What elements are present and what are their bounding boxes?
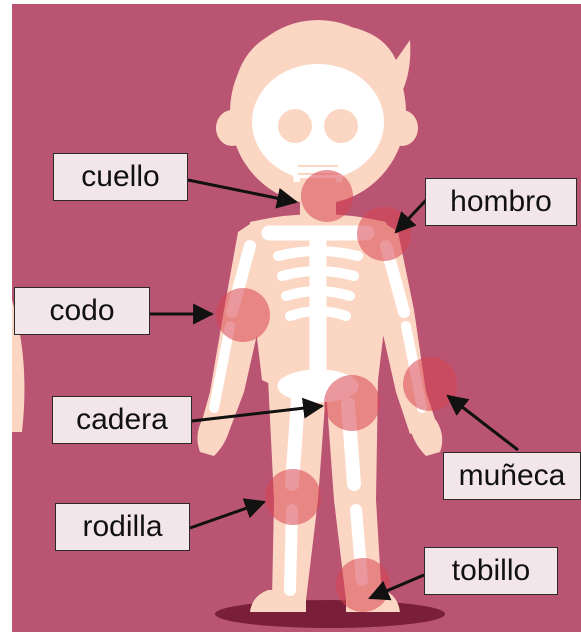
label-rodilla: rodilla [55, 503, 190, 551]
label-muneca: muñeca [443, 452, 581, 500]
right-eye-socket [324, 109, 358, 143]
neck-joint-marker [301, 170, 353, 222]
label-cadera: cadera [52, 396, 192, 444]
label-hombro: hombro [425, 178, 577, 226]
left-eye-socket [278, 109, 312, 143]
label-cuello: cuello [53, 153, 188, 201]
shoulder-joint-marker [357, 207, 411, 261]
wrist-joint-marker [403, 357, 457, 411]
ankle-joint-marker [336, 558, 390, 612]
hip-joint-marker [324, 375, 380, 431]
label-codo: codo [14, 287, 150, 335]
elbow-joint-marker [216, 288, 270, 342]
label-tobillo: tobillo [424, 547, 558, 595]
floor-shadow [215, 600, 445, 628]
knee-joint-marker [265, 469, 321, 525]
